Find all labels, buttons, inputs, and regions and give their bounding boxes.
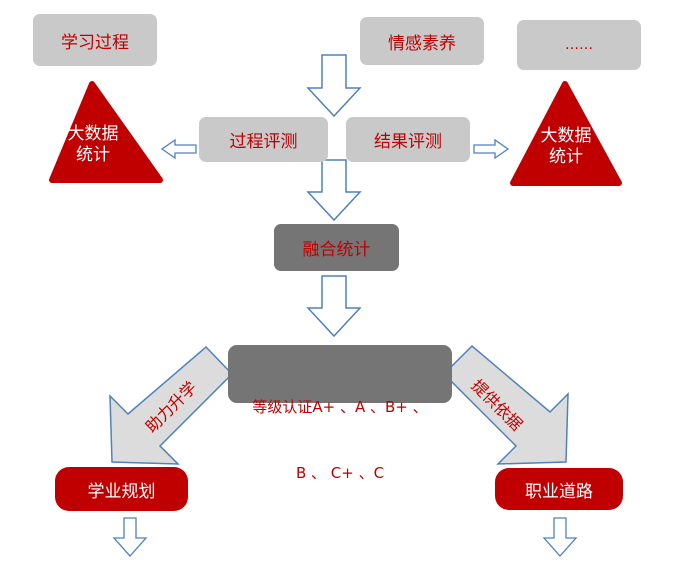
emotion-literacy-label: 情感素养 — [388, 33, 456, 54]
fusion-stats-box: 融合统计 — [274, 224, 399, 271]
result-eval-box: 结果评测 — [346, 117, 470, 162]
right-diagonal-arrow — [442, 344, 569, 465]
grade-cert-text: 等级认证A+ 、A 、B+ 、 B 、 C+ 、C — [228, 352, 452, 506]
more-label: …… — [565, 37, 593, 53]
down-arrow-3 — [306, 275, 362, 338]
process-eval-label: 过程评测 — [229, 132, 298, 152]
right-small-arrow — [473, 138, 510, 160]
left-big-data-label: 大数据 统计 — [53, 124, 133, 166]
left-big-data-line1: 大数据 — [67, 124, 119, 144]
down-arrow-2 — [306, 159, 362, 222]
right-big-data-label: 大数据 统计 — [526, 126, 606, 168]
left-triangle — [49, 81, 163, 183]
left-small-arrow — [160, 138, 197, 160]
career-path-box: 职业道路 — [495, 468, 623, 510]
grade-cert-line1: 等级认证A+ 、A 、B+ 、 — [252, 398, 428, 416]
down-arrow-1 — [306, 54, 362, 118]
study-plan-box: 学业规划 — [55, 467, 188, 511]
grade-cert-box — [228, 345, 452, 403]
learning-process-box: 学习过程 — [33, 14, 157, 66]
learning-process-label: 学习过程 — [61, 32, 129, 53]
right-big-data-line1: 大数据 — [540, 126, 592, 146]
left-big-data-line2: 统计 — [76, 145, 110, 165]
bottom-right-arrow — [542, 517, 578, 557]
bottom-left-arrow — [112, 517, 148, 557]
right-triangle — [510, 81, 622, 186]
result-eval-label: 结果评测 — [374, 132, 442, 152]
left-diagonal-arrow — [109, 345, 234, 465]
study-plan-label: 学业规划 — [87, 481, 156, 502]
career-path-label: 职业道路 — [525, 481, 593, 502]
fusion-stats-label: 融合统计 — [302, 240, 371, 260]
process-eval-box: 过程评测 — [199, 117, 328, 162]
grade-cert-line2: B 、 C+ 、C — [295, 464, 385, 482]
right-big-data-line2: 统计 — [549, 147, 583, 167]
more-box: …… — [517, 20, 641, 70]
emotion-literacy-box: 情感素养 — [360, 17, 484, 65]
